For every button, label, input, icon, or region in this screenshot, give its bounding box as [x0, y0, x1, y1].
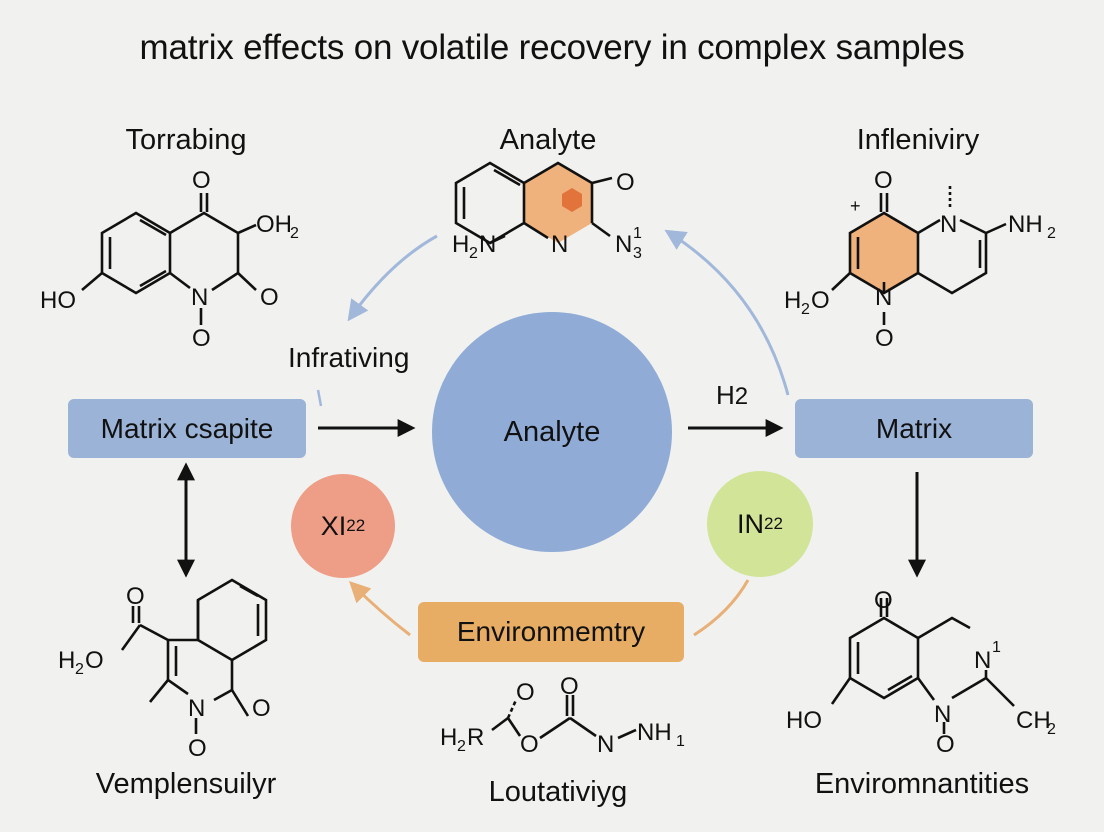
molecule-top-left [81, 193, 257, 325]
atom-br-o-top: O [874, 587, 893, 614]
matrix-left-box: Matrix csapite [68, 399, 306, 458]
ring-fill-top-center [524, 163, 592, 243]
in-sup: 2 [773, 514, 783, 533]
atom-br-ch-sub: 2 [1047, 721, 1056, 738]
atom-tl-n: N [191, 284, 208, 311]
atom-tc-n-mid: N [551, 231, 568, 258]
molecule-top-center [454, 161, 613, 245]
atom-tc-n-sub: 3 [633, 245, 642, 262]
atom-tl-ho: HO [40, 287, 76, 314]
atom-bc-nh: NH [637, 719, 672, 746]
atom-tl-oh-sub: 2 [290, 225, 299, 242]
xl-text: XI [320, 510, 347, 541]
in-text: IN [737, 508, 765, 539]
atom-tl-oh: OH [256, 211, 292, 238]
ring-highlight-top-center [562, 188, 582, 212]
atom-br-n: N [934, 701, 951, 728]
in-sub: 2 [764, 514, 774, 533]
arrow-curve-bottom-right [693, 579, 750, 637]
atom-tc-o: O [616, 169, 635, 196]
atom-tc-h-n: N [479, 231, 496, 258]
molecule-bottom-right [830, 598, 1015, 734]
atom-tl-o-top: O [192, 167, 211, 194]
xl-sub: 2 [346, 516, 356, 535]
edge-label-h2-sub: 2 [734, 383, 749, 410]
analyte-circle: Analyte [432, 312, 672, 552]
environment-box: Environmemtry [418, 602, 684, 662]
atom-br-ch: CH [1016, 707, 1051, 734]
molecule-label-top-right: Infleniviry [856, 124, 980, 156]
atom-tr-h2o-o: O [811, 287, 830, 314]
atom-tl-o-right: O [260, 284, 279, 311]
edge-label-infrativing: Infrativing [288, 342, 410, 373]
atom-bl-o-right: O [252, 695, 271, 722]
atom-br-n-sup: 1 [992, 639, 1001, 656]
atom-bl-n: N [188, 695, 205, 722]
atom-tr-h2o-h: H [784, 287, 801, 314]
atom-bl-h2o-h: H [58, 647, 75, 674]
molecule-bottom-center [491, 695, 637, 740]
molecule-label-top-center: Analyte [499, 124, 597, 156]
atom-tr-o-bottom: O [875, 325, 894, 352]
diagram-title: matrix effects on volatile recovery in c… [139, 28, 965, 67]
atom-tc-h-sub: 2 [469, 245, 478, 262]
molecule-label-bottom-center: Loutativiyg [488, 776, 628, 808]
atom-tr-h2o-sub: 2 [801, 301, 810, 318]
atom-bc-o-carbonyl: O [560, 673, 579, 700]
atom-bc-nh-sub: 1 [676, 733, 685, 750]
arrow-curve-bottom-left [349, 581, 411, 637]
atom-tl-o-bottom: O [192, 325, 211, 352]
molecule-top-right [831, 186, 1007, 325]
atom-tr-o-top: O [874, 167, 893, 194]
atom-tc-n-right: N [615, 231, 632, 258]
molecule-label-bottom-left: Vemplensuilyr [95, 768, 277, 800]
atom-br-ho: HO [786, 707, 822, 734]
arrow-curve-top-left [347, 234, 438, 322]
atom-bc-h: H [440, 724, 457, 751]
arrow-curve-top-right [664, 229, 790, 396]
edge-label-h2: H2 [716, 380, 748, 411]
atom-tc-n-sup: 1 [633, 225, 642, 242]
matrix-right-box: Matrix [795, 399, 1033, 458]
atom-bl-o-top: O [126, 583, 145, 610]
ring-fill-top-right [850, 213, 918, 293]
molecule-bottom-left [120, 578, 268, 734]
atom-bc-r: R [467, 724, 484, 751]
molecule-label-top-left: Torrabing [125, 124, 247, 156]
xl-sup: 2 [355, 516, 366, 535]
atom-br-o-bottom: O [936, 731, 955, 758]
atom-bl-h2o-o: O [85, 647, 104, 674]
atom-bl-o-bottom: O [188, 735, 207, 762]
atom-tr-nh-sub: 2 [1047, 225, 1056, 242]
atom-bc-h-sub: 2 [457, 738, 466, 755]
atom-tc-h: H [452, 231, 469, 258]
atom-bc-o-ester: O [520, 731, 539, 758]
atom-bc-n: N [597, 731, 614, 758]
plus-mark: + [850, 196, 861, 216]
atom-tr-n-bottom: N [875, 284, 892, 311]
arrow-stub-left [316, 389, 323, 407]
atom-br-n-top: N [974, 647, 991, 674]
edge-label-h2-text: H [716, 380, 735, 410]
atom-bl-h2o-sub: 2 [75, 661, 84, 678]
atom-tr-n: N [940, 211, 957, 238]
atom-tr-nh: NH [1008, 211, 1043, 238]
atom-bc-o-top: O [516, 679, 535, 706]
molecule-label-bottom-right: Enviromnantities [814, 768, 1030, 800]
